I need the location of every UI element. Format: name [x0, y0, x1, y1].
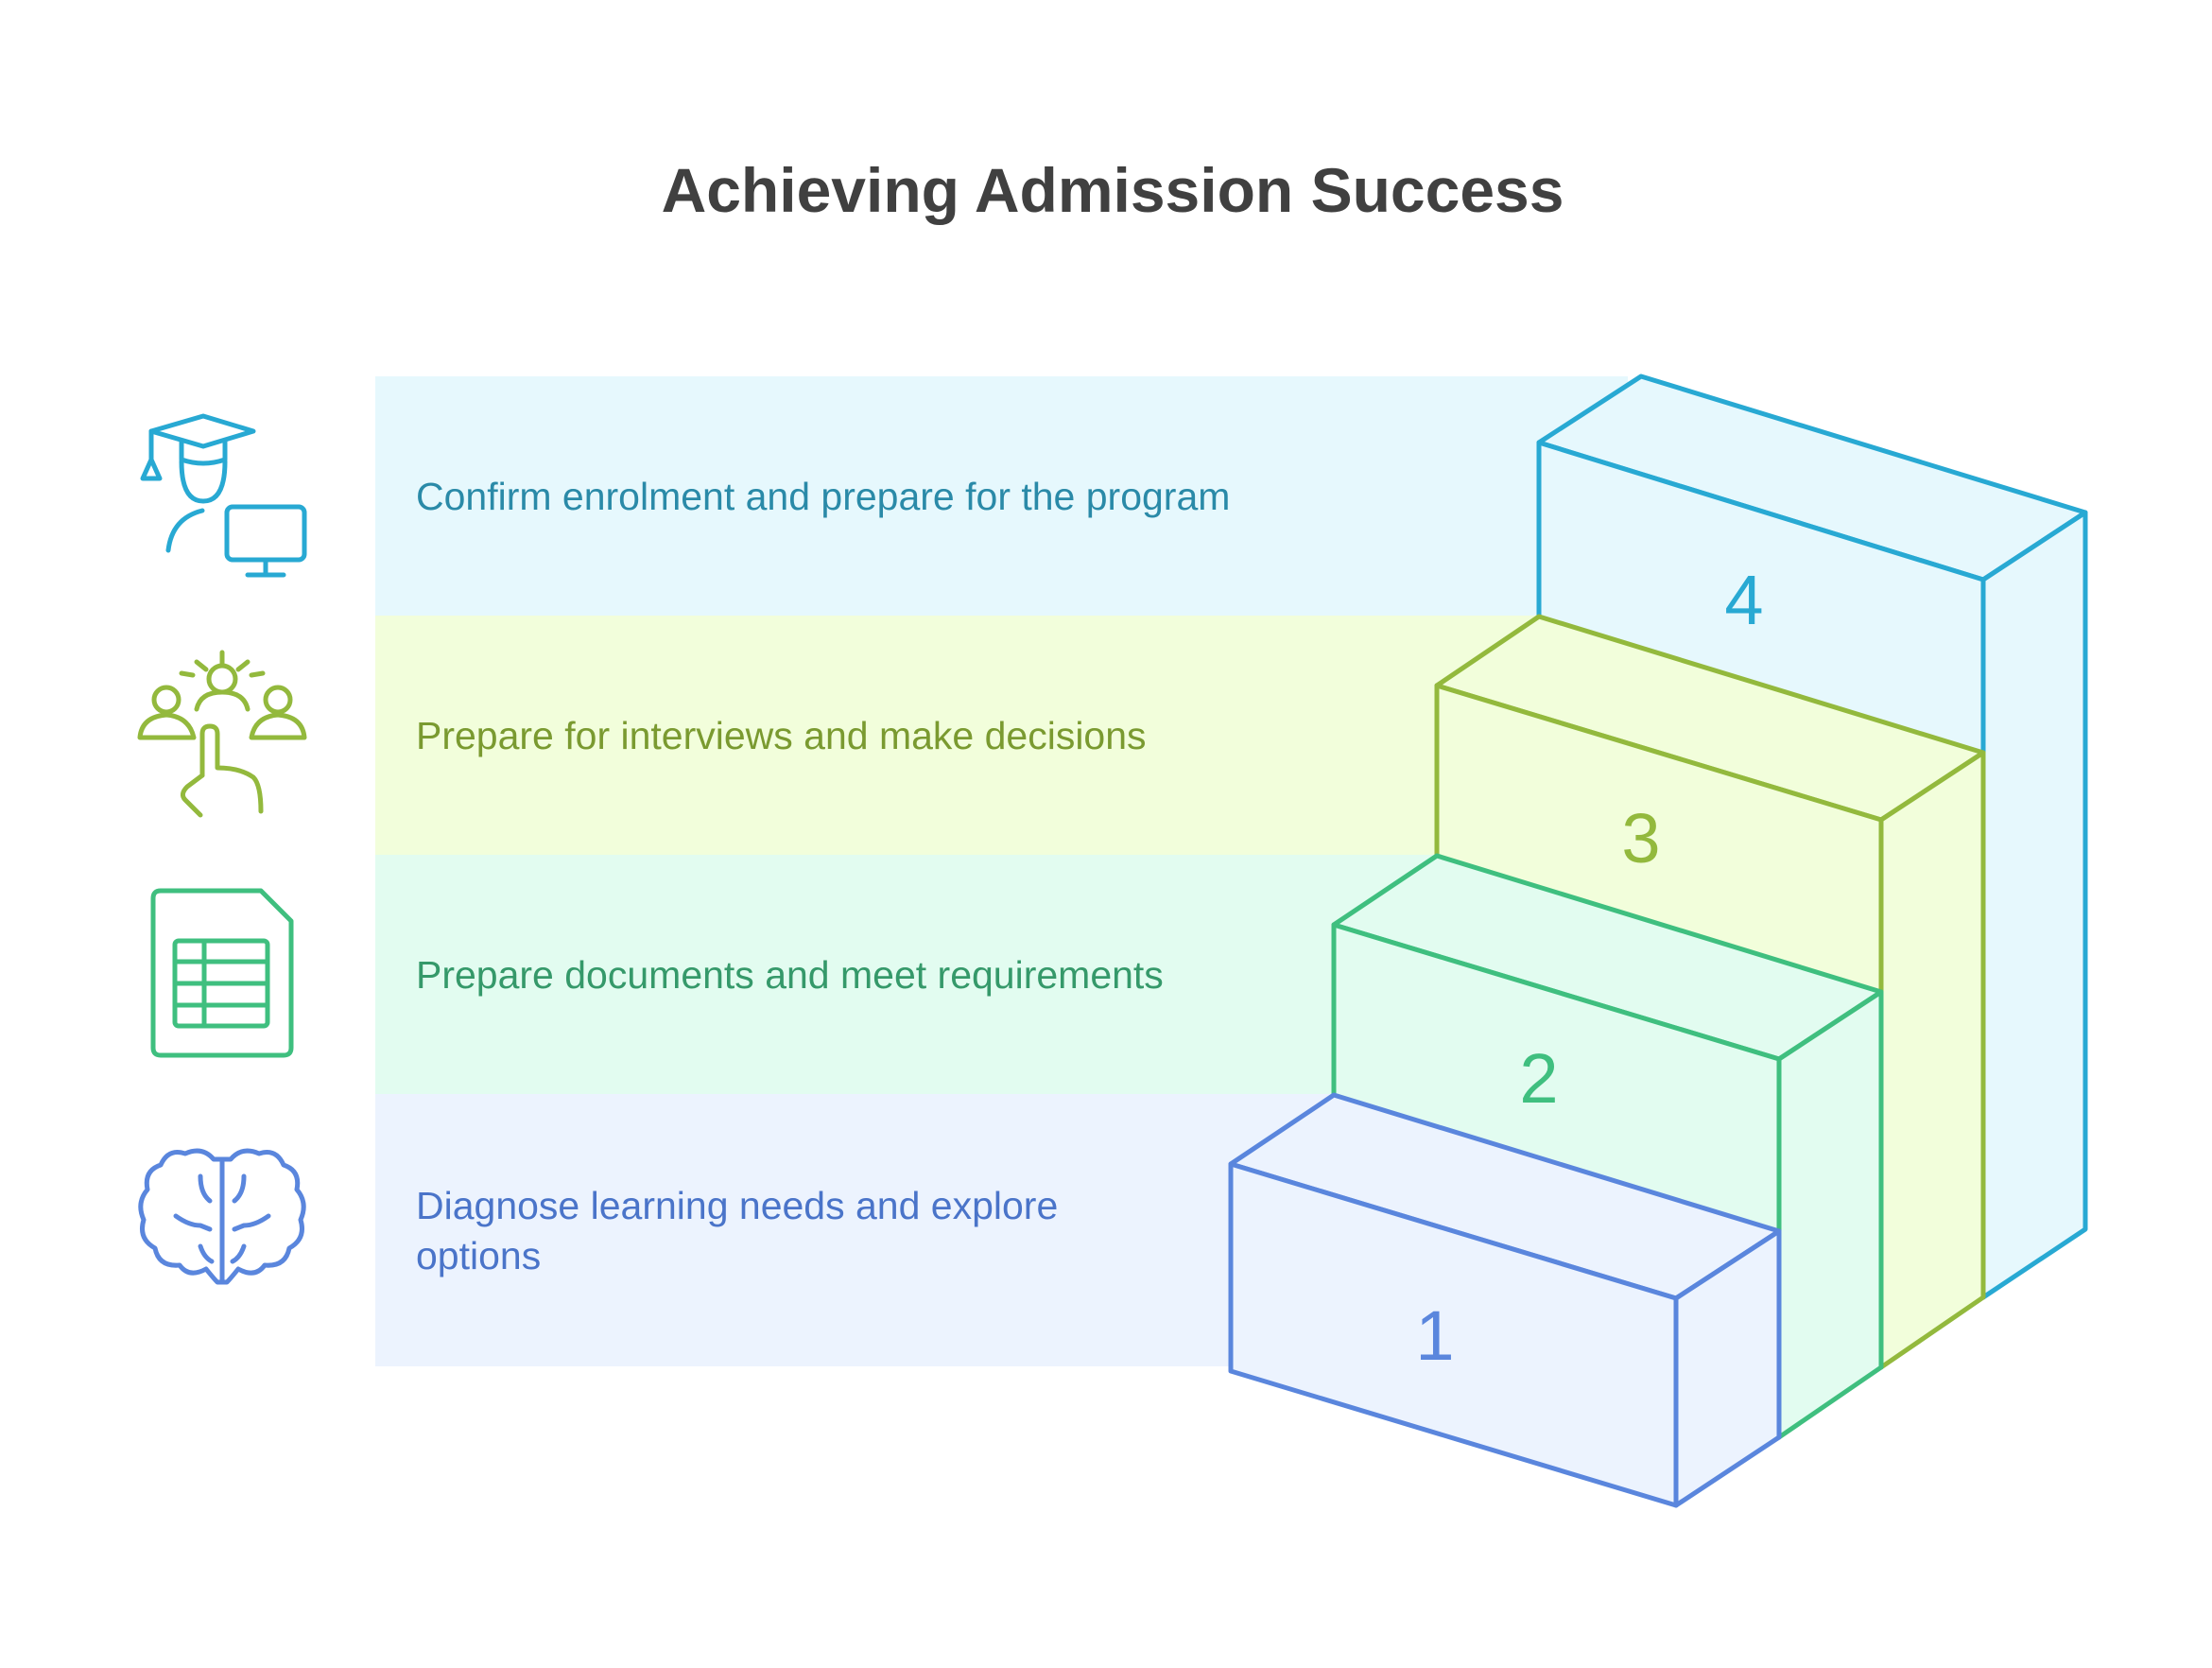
- page-title: Achieving Admission Success: [662, 155, 1564, 225]
- document-table-icon: [150, 888, 294, 1058]
- step-1-text-line-1: Diagnose learning needs and explore: [416, 1184, 1058, 1227]
- step-3-text: Prepare for interviews and make decision…: [416, 714, 1147, 757]
- brain-icon: [138, 1148, 306, 1285]
- step-4-number: 4: [1724, 561, 1763, 639]
- step-2-text: Prepare documents and meet requirements: [416, 953, 1164, 997]
- step-2-number: 2: [1519, 1039, 1558, 1118]
- step-band-4: [375, 376, 1628, 616]
- step-4-text: Confirm enrolment and prepare for the pr…: [416, 475, 1230, 518]
- staircase: [1228, 374, 2088, 1508]
- graduate-computer-icon: [140, 413, 307, 578]
- step-1-text-line-2: options: [416, 1234, 541, 1277]
- step-3-number: 3: [1621, 799, 1660, 877]
- step-1-number: 1: [1415, 1296, 1454, 1375]
- stair-block-1: [1228, 1092, 1782, 1508]
- step-band-3: [375, 616, 1628, 855]
- group-selection-icon: [137, 650, 307, 818]
